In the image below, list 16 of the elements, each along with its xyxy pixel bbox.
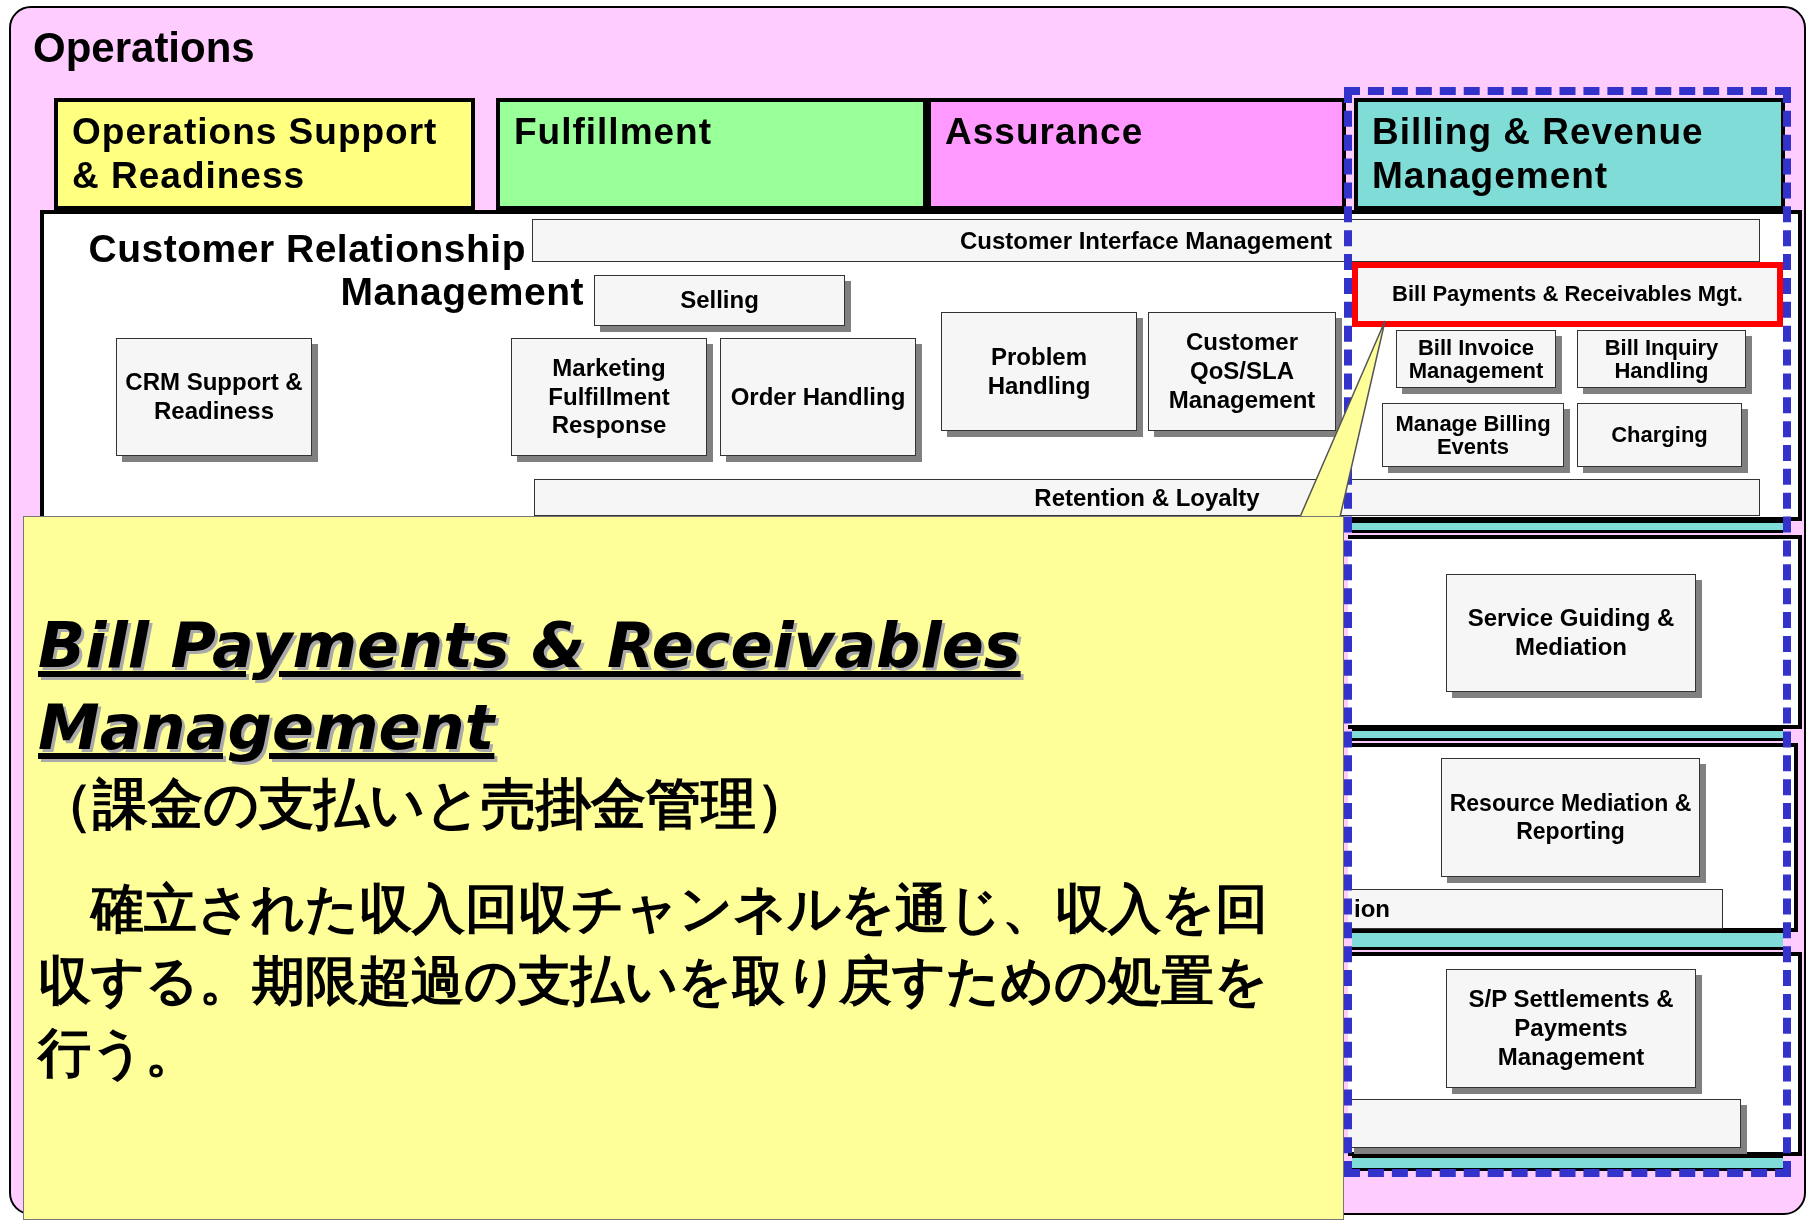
callout-title: Bill Payments & Receivables Management	[38, 608, 1022, 766]
column-header: Billing & Revenue Management	[1354, 98, 1785, 210]
callout-subtitle: （課金の支払いと売掛金管理）	[38, 771, 812, 838]
process-band: Retention & Loyalty	[534, 479, 1760, 516]
layer-panel	[1348, 952, 1802, 1156]
process-band: ion	[1348, 889, 1723, 929]
process-band: Customer Interface Management	[532, 219, 1760, 262]
layer-panel	[1348, 535, 1802, 729]
callout-description: 確立された収入回収チャンネルを通じ、収入を回収する。期限超過の支払いを取り戻すための処置を行う。	[38, 877, 1269, 1086]
panel-title: Operations	[33, 24, 255, 72]
column-header: Assurance	[927, 98, 1346, 210]
column-header: Operations Support & Readiness	[54, 98, 475, 210]
layer-panel	[1348, 743, 1798, 932]
highlighted-process-box: Bill Payments & Receivables Mgt.	[1352, 262, 1783, 327]
column-header: Fulfillment	[496, 98, 927, 210]
callout-pointer	[1298, 320, 1386, 518]
